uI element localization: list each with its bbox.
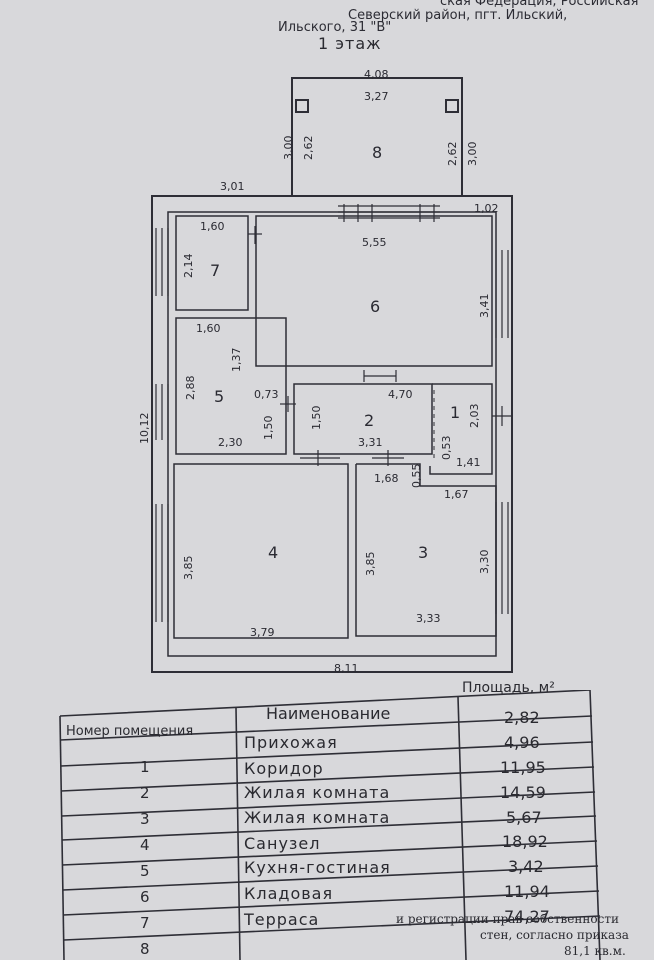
table-area-6: 18,92 (502, 832, 548, 851)
dim-terrace-right-outer: 3,00 (466, 142, 479, 167)
table-header-name: Наименование (266, 704, 391, 723)
dim-r5-width-bottom: 2,30 (218, 436, 243, 449)
dim-r6-height: 3,41 (478, 294, 491, 319)
dim-r1-notch: 0,53 (440, 436, 453, 461)
dim-r2-left: 1,50 (310, 406, 323, 431)
dim-r7-width: 1,60 (200, 220, 225, 233)
table-name-5: Санузел (244, 834, 321, 853)
room-5-outline (175, 317, 287, 455)
dim-r3-top-right: 1,67 (444, 488, 469, 501)
dim-terrace-top-inner: 3,27 (364, 90, 389, 103)
table-header-number: Номер помещения (66, 724, 194, 739)
terrace-post-right (445, 99, 459, 113)
dim-top-right-wall: 1,02 (474, 202, 499, 215)
footer-line-3: 81,1 кв.м. (564, 944, 626, 958)
dim-r5-lower: 1,50 (262, 416, 275, 441)
terrace-outline (291, 77, 463, 196)
dim-r3-width: 3,33 (416, 612, 441, 625)
dim-notch-width: 1,68 (374, 472, 399, 485)
dim-terrace-left-inner: 2,62 (302, 136, 315, 161)
table-area-3: 11,95 (500, 758, 546, 777)
table-number-5: 5 (140, 862, 150, 880)
room-table-grid (59, 690, 601, 960)
dim-r2-bottom: 3,31 (358, 436, 383, 449)
dim-r7-height: 2,14 (182, 254, 195, 279)
dim-terrace-left-outer: 3,00 (282, 136, 295, 161)
dim-r1-bottom: 1,41 (456, 456, 481, 469)
dim-total-width: 8,11 (334, 662, 359, 675)
dim-r1-height: 2,03 (468, 404, 481, 429)
footer-line-2: стен, согласно приказа (480, 928, 629, 942)
table-name-7: Кладовая (244, 884, 334, 903)
table-name-8: Терраса (244, 910, 320, 929)
table-area-total: 74,27 (504, 907, 550, 926)
table-name-3: Жилая комната (244, 783, 391, 802)
table-area-7: 3,42 (508, 857, 544, 876)
address-line-3: Ильского, 31 "В" (278, 20, 392, 35)
table-number-7: 7 (140, 914, 150, 932)
room-6-outline (255, 215, 493, 367)
room-4-outline (173, 463, 349, 639)
table-number-8: 8 (140, 940, 150, 958)
dim-r3-height-left: 3,85 (364, 552, 377, 577)
table-area-1: 2,82 (504, 708, 540, 727)
table-number-2: 2 (140, 784, 150, 802)
window-room-3 (495, 502, 509, 614)
table-area-5: 5,67 (506, 808, 542, 827)
table-number-3: 3 (140, 810, 150, 828)
room-7-outline (175, 215, 249, 311)
footer-line-1: и регистрации прав собственности (396, 912, 619, 926)
table-number-4: 4 (140, 836, 150, 854)
dim-r4-height: 3,85 (182, 556, 195, 581)
dim-r5-door: 0,73 (254, 388, 279, 401)
dim-terrace-right-inner: 2,62 (446, 142, 459, 167)
table-number-1: 1 (140, 758, 150, 776)
window-room-4 (155, 504, 169, 622)
room-number-4: 4 (268, 543, 278, 562)
address-line-2: Северский район, пгт. Ильский, (348, 8, 568, 23)
room-number-8: 8 (372, 143, 382, 162)
dim-terrace-top-outer: 4,08 (364, 68, 389, 81)
table-header-area: Площадь, м² (462, 680, 555, 696)
room-2-outline (293, 383, 433, 455)
dim-top-left-wall: 3,01 (220, 180, 245, 193)
dim-r6-width: 5,55 (362, 236, 387, 249)
dim-r3-height-right: 3,30 (478, 550, 491, 575)
room-number-2: 2 (364, 411, 374, 430)
room-number-1: 1 (450, 403, 460, 422)
room-1-outline (429, 383, 493, 475)
window-room-7 (155, 228, 169, 296)
table-number-6: 6 (140, 888, 150, 906)
room-3-outline (355, 463, 497, 637)
dim-r2-top: 4,70 (388, 388, 413, 401)
table-name-6: Кухня-гостиная (244, 858, 391, 877)
dim-r4-width: 3,79 (250, 626, 275, 639)
window-room-5 (155, 384, 169, 440)
window-room-6 (495, 250, 509, 338)
table-area-2: 4,96 (504, 733, 540, 752)
table-area-4: 14,59 (500, 783, 546, 802)
room-number-3: 3 (418, 543, 428, 562)
dim-notch-height: 0,55 (410, 464, 423, 489)
room-number-7: 7 (210, 261, 220, 280)
window-terrace-door (338, 204, 440, 222)
table-area-8: 11,94 (504, 882, 550, 901)
floor-title: 1 этаж (318, 34, 382, 53)
table-name-4: Жилая комната (244, 808, 391, 827)
dim-r5-height: 2,88 (184, 376, 197, 401)
terrace-post-left (295, 99, 309, 113)
room-number-6: 6 (370, 297, 380, 316)
address-line-1: ская Федерация, Российская (440, 0, 639, 9)
table-name-1: Прихожая (244, 733, 338, 752)
dim-total-height: 10,12 (138, 413, 151, 445)
door-marks (248, 226, 512, 466)
dim-r5-width-top: 1,60 (196, 322, 221, 335)
table-name-2: Коридор (244, 759, 324, 778)
outer-wall-outer (151, 195, 513, 673)
room-number-5: 5 (214, 387, 224, 406)
floor-plan: 8 7 6 5 2 1 4 3 4,08 3,27 3,01 1,02 1,60… (138, 68, 513, 675)
dim-r5-partial: 1,37 (230, 348, 243, 373)
